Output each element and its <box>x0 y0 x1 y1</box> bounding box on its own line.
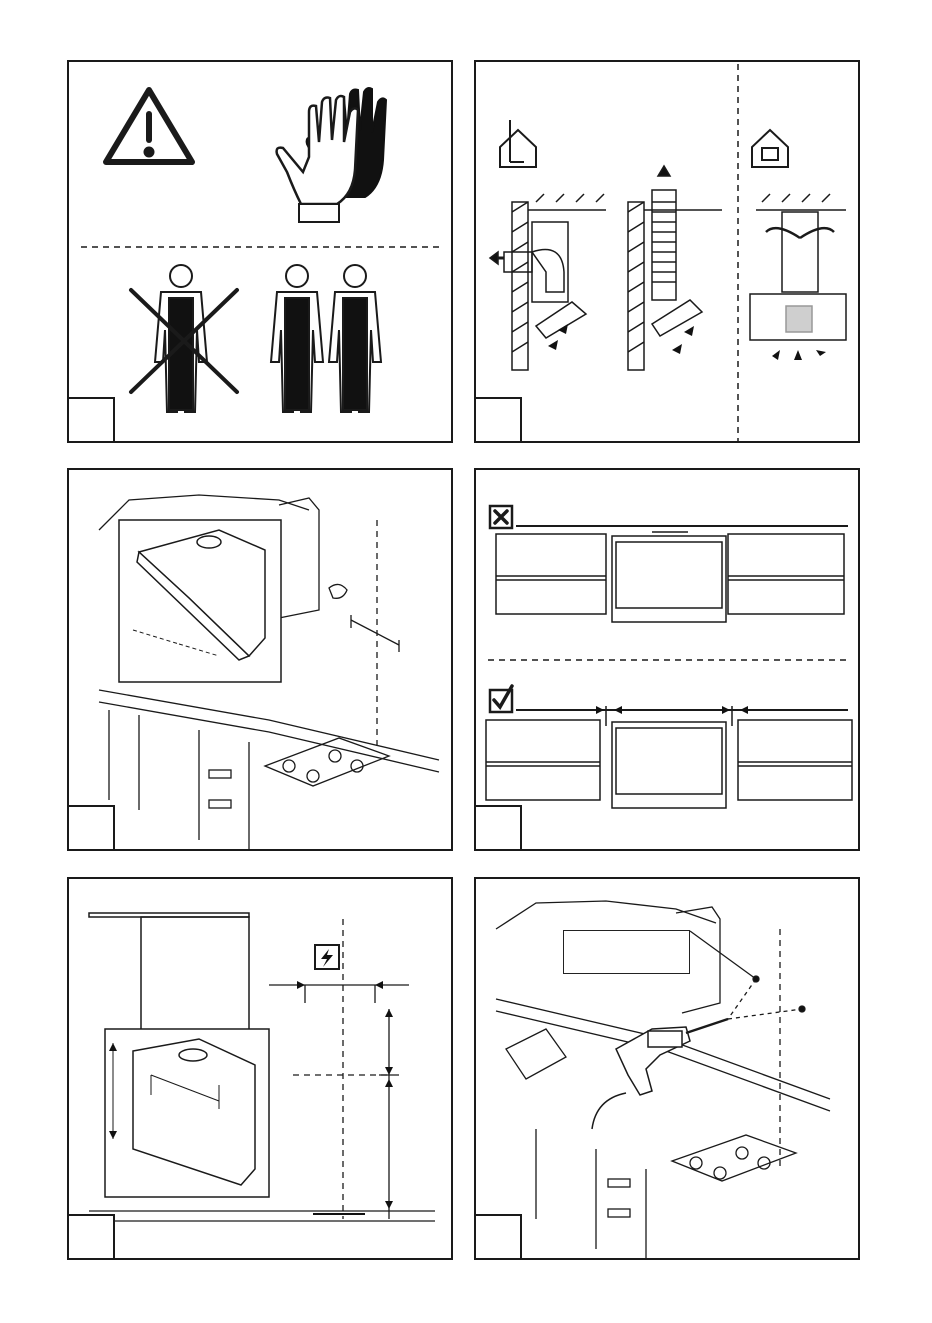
step-number-box <box>67 397 115 443</box>
warning-triangle-icon <box>106 90 192 162</box>
positioning-illustration <box>69 470 453 851</box>
check-box-icon <box>490 686 848 712</box>
safety-illustration <box>69 62 453 443</box>
house-recirculation-icon <box>752 130 788 167</box>
correct-layout <box>486 706 852 808</box>
electric-bolt-icon <box>315 945 339 969</box>
measurement-illustration <box>69 879 453 1260</box>
worktop-and-hob <box>99 690 439 850</box>
panel-drilling <box>474 877 860 1260</box>
panel-venting-modes <box>474 60 860 443</box>
step-number-box <box>474 805 522 851</box>
step-number-box <box>67 805 115 851</box>
panel-safety <box>67 60 453 443</box>
wall-exhaust-diagram <box>490 194 606 370</box>
incorrect-layout <box>496 532 844 622</box>
venting-illustration <box>476 62 860 443</box>
airflow-arrows <box>548 324 826 360</box>
house-exhaust-icon <box>500 120 536 167</box>
panel-measurements <box>67 877 453 1260</box>
cross-box-icon <box>490 506 848 528</box>
panel-cabinet-clearance <box>474 468 860 851</box>
panel-positioning <box>67 468 453 851</box>
dimension-arrows <box>297 981 393 1209</box>
hood-inset <box>119 520 281 682</box>
wall-cabinet <box>89 913 249 1047</box>
hob-control <box>313 1213 365 1215</box>
clearance-illustration <box>476 470 860 851</box>
ceiling-exhaust-diagram <box>628 166 722 370</box>
two-installers-figure <box>271 265 381 412</box>
callout-box <box>563 930 690 974</box>
protective-gloves-icon <box>277 88 386 222</box>
step-number-box <box>474 397 522 443</box>
drill-icon <box>592 1019 728 1129</box>
recirculation-diagram <box>750 194 846 340</box>
step-number-box <box>474 1214 522 1260</box>
hood-mounting-inset <box>105 1029 269 1197</box>
step-number-box <box>67 1214 115 1260</box>
